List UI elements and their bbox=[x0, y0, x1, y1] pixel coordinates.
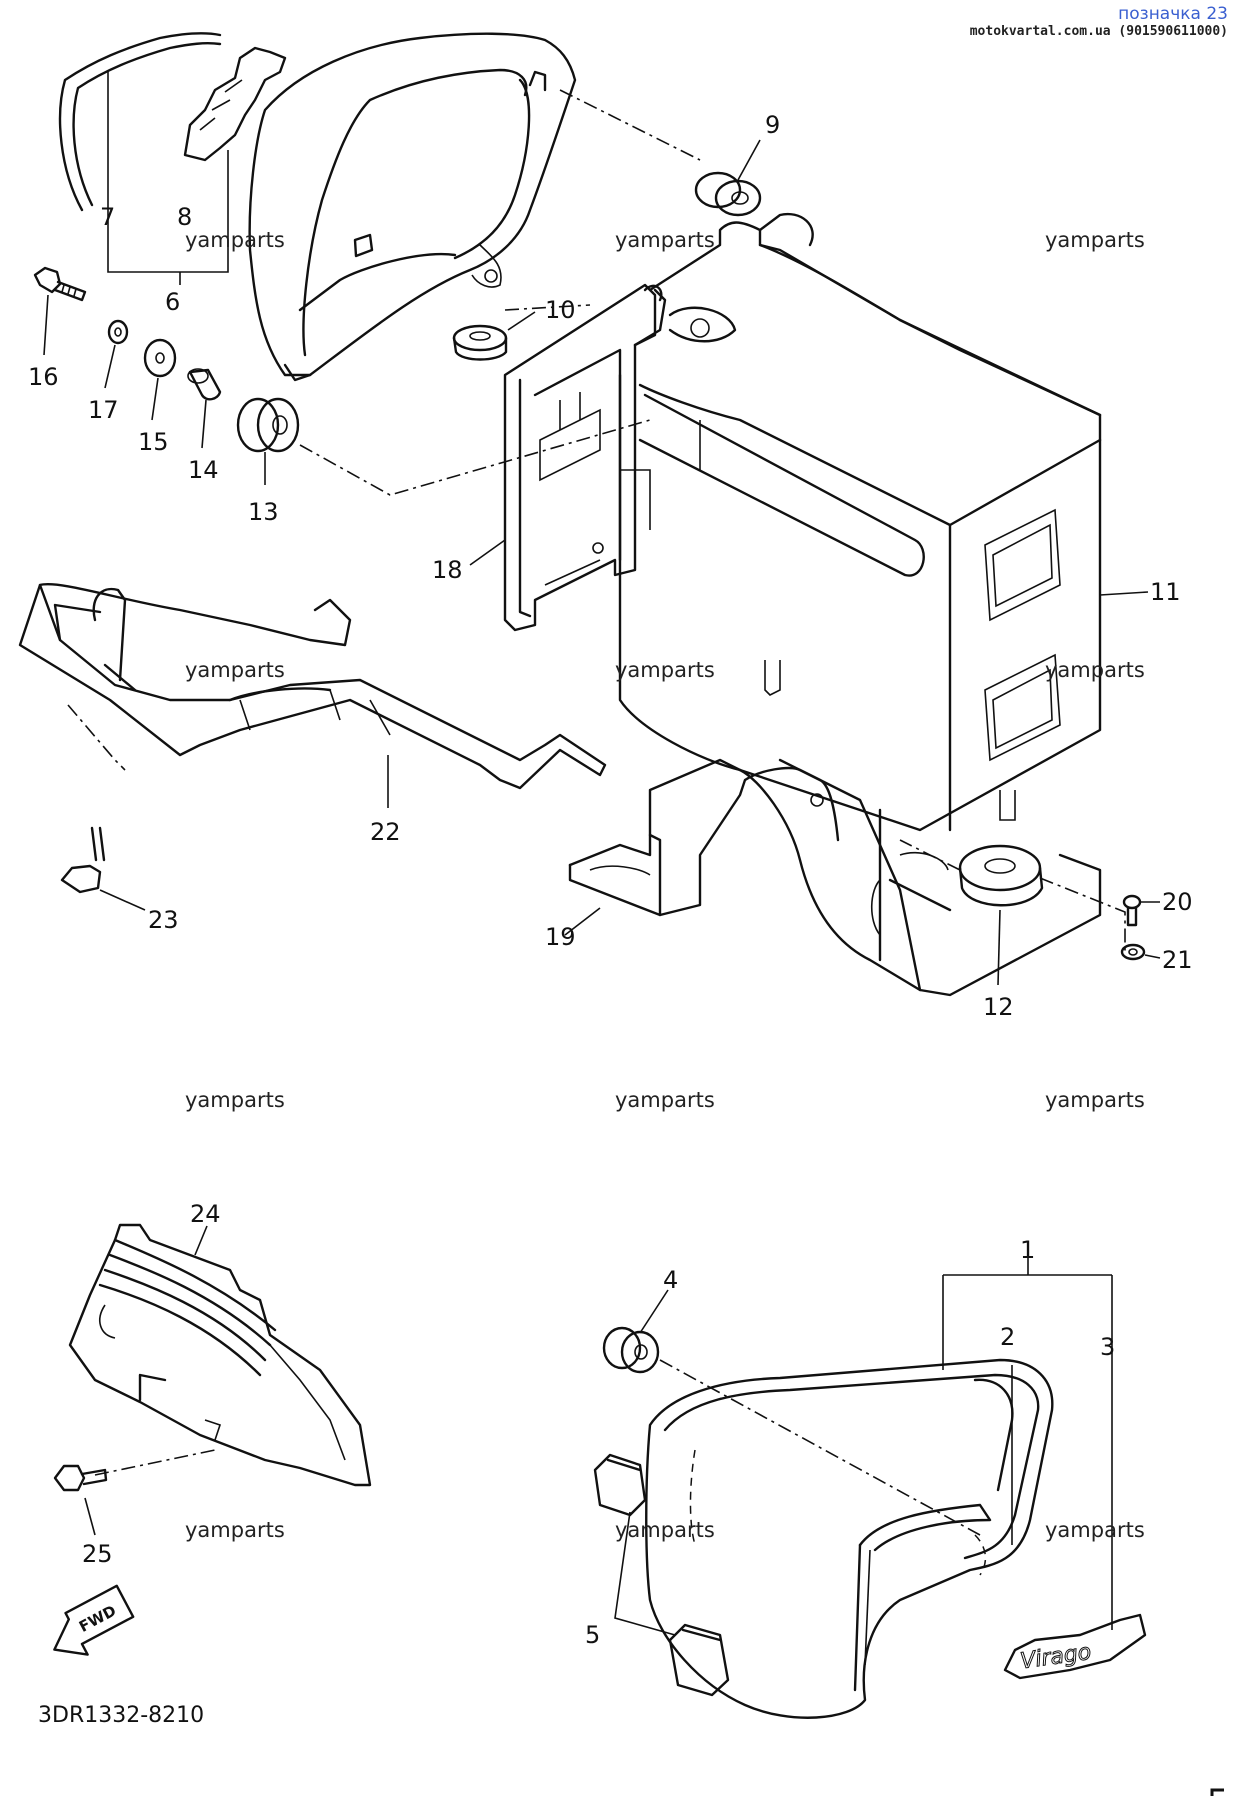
leader-20-21 bbox=[1039, 877, 1126, 955]
part-4-grommet bbox=[602, 1326, 660, 1374]
part-number-19: 19 bbox=[545, 923, 576, 951]
part-number-25: 25 bbox=[82, 1540, 113, 1568]
part-number-24: 24 bbox=[190, 1200, 221, 1228]
part-number-23: 23 bbox=[148, 906, 179, 934]
part-19-tray bbox=[568, 758, 1102, 997]
leader-11 bbox=[1099, 591, 1149, 596]
watermark: yamparts bbox=[185, 1518, 285, 1542]
watermark: yamparts bbox=[1045, 658, 1145, 682]
part-number-12: 12 bbox=[983, 993, 1014, 1021]
watermark: yamparts bbox=[615, 228, 715, 252]
leader-24 bbox=[194, 1225, 208, 1256]
watermark: yamparts bbox=[615, 658, 715, 682]
watermark: yamparts bbox=[185, 658, 285, 682]
leader-15 bbox=[151, 377, 159, 421]
leader-1-3-bracket bbox=[942, 1252, 1113, 1630]
leader-19 bbox=[564, 907, 601, 936]
part-number-6: 6 bbox=[165, 288, 180, 316]
leader-18 bbox=[469, 539, 506, 566]
part-11-box bbox=[618, 212, 1102, 832]
fwd-label: FWD bbox=[76, 1602, 119, 1636]
diagram-code: 3DR1332-8210 bbox=[38, 1703, 204, 1728]
part-23-bolt bbox=[60, 826, 106, 894]
part-15-washer bbox=[143, 338, 177, 378]
source-site: motokvartal.com.ua (901590611000) bbox=[969, 24, 1228, 39]
part-number-labels: 1 2 3 4 5 6 7 8 9 10 11 12 13 14 15 16 1… bbox=[28, 111, 1193, 1649]
watermark: yamparts bbox=[1045, 228, 1145, 252]
part-6-side-cover-shell bbox=[248, 32, 577, 382]
part-number-15: 15 bbox=[138, 428, 169, 456]
brand-emblem-text: Virago bbox=[1019, 1640, 1093, 1675]
watermark: yamparts bbox=[615, 1518, 715, 1542]
part-22-guard bbox=[18, 583, 607, 790]
leader-25-mount bbox=[94, 1449, 216, 1476]
leader-14 bbox=[201, 399, 207, 449]
fwd-arrow-icon: FWD bbox=[53, 1584, 135, 1656]
page-tag: позначка 23 bbox=[1118, 4, 1228, 24]
part-number-21: 21 bbox=[1162, 946, 1193, 974]
part-number-9: 9 bbox=[765, 111, 780, 139]
watermarks: yamparts yamparts yamparts yamparts yamp… bbox=[185, 228, 1145, 1542]
part-number-14: 14 bbox=[188, 456, 219, 484]
part-24-side-cover bbox=[68, 1223, 372, 1487]
leader-10-label bbox=[507, 311, 536, 331]
part-number-1: 1 bbox=[1020, 1236, 1035, 1264]
part-25-bolt bbox=[53, 1464, 108, 1492]
part-21-nut bbox=[1120, 943, 1146, 961]
leader-9 bbox=[559, 89, 701, 161]
part-8-emblem bbox=[183, 46, 287, 162]
part-number-2: 2 bbox=[1000, 1323, 1015, 1351]
watermark: yamparts bbox=[1045, 1088, 1145, 1112]
corner-mark-icon bbox=[1210, 1788, 1224, 1796]
leader-4-mount bbox=[659, 1359, 981, 1536]
part-14-collar bbox=[187, 368, 222, 401]
leader-4 bbox=[639, 1289, 669, 1334]
leader-25 bbox=[84, 1497, 96, 1536]
watermark: yamparts bbox=[185, 228, 285, 252]
watermark: yamparts bbox=[1045, 1518, 1145, 1542]
part-16-bolt bbox=[33, 266, 87, 302]
part-7-cover-panel bbox=[58, 32, 222, 212]
watermark: yamparts bbox=[185, 1088, 285, 1112]
part-10-grommet bbox=[452, 324, 508, 361]
part-number-3: 3 bbox=[1100, 1333, 1115, 1361]
part-number-18: 18 bbox=[432, 556, 463, 584]
leader-23-mount bbox=[67, 704, 126, 771]
part-20-bolt bbox=[1122, 894, 1142, 927]
part-number-17: 17 bbox=[88, 396, 119, 424]
leader-12-mount bbox=[899, 839, 961, 871]
part-number-5: 5 bbox=[585, 1621, 600, 1649]
leader-13-mount bbox=[299, 419, 651, 496]
part-5-damper bbox=[593, 1453, 730, 1697]
leader-17 bbox=[104, 344, 116, 389]
part-13-grommet bbox=[236, 397, 300, 453]
leader-6-7-8 bbox=[107, 70, 229, 273]
leader-5 bbox=[614, 1511, 676, 1636]
part-number-22: 22 bbox=[370, 818, 401, 846]
part-3-emblem: Virago bbox=[1003, 1613, 1147, 1680]
leader-12 bbox=[997, 909, 1001, 986]
part-number-8: 8 bbox=[177, 203, 192, 231]
part-12-grommet bbox=[958, 844, 1044, 907]
part-number-20: 20 bbox=[1162, 888, 1193, 916]
part-number-16: 16 bbox=[28, 363, 59, 391]
part-number-13: 13 bbox=[248, 498, 279, 526]
part-18-bracket bbox=[503, 283, 667, 632]
part-17-nut bbox=[107, 319, 129, 345]
leader-9-label bbox=[737, 139, 761, 181]
part-number-4: 4 bbox=[663, 1266, 678, 1294]
leader-16 bbox=[43, 294, 49, 356]
part-number-10: 10 bbox=[545, 296, 576, 324]
part-number-11: 11 bbox=[1150, 578, 1181, 606]
part-9-grommet bbox=[694, 171, 762, 217]
leader-23 bbox=[99, 889, 146, 911]
watermark: yamparts bbox=[615, 1088, 715, 1112]
part-number-7: 7 bbox=[100, 203, 115, 231]
leader-21 bbox=[1144, 954, 1161, 959]
